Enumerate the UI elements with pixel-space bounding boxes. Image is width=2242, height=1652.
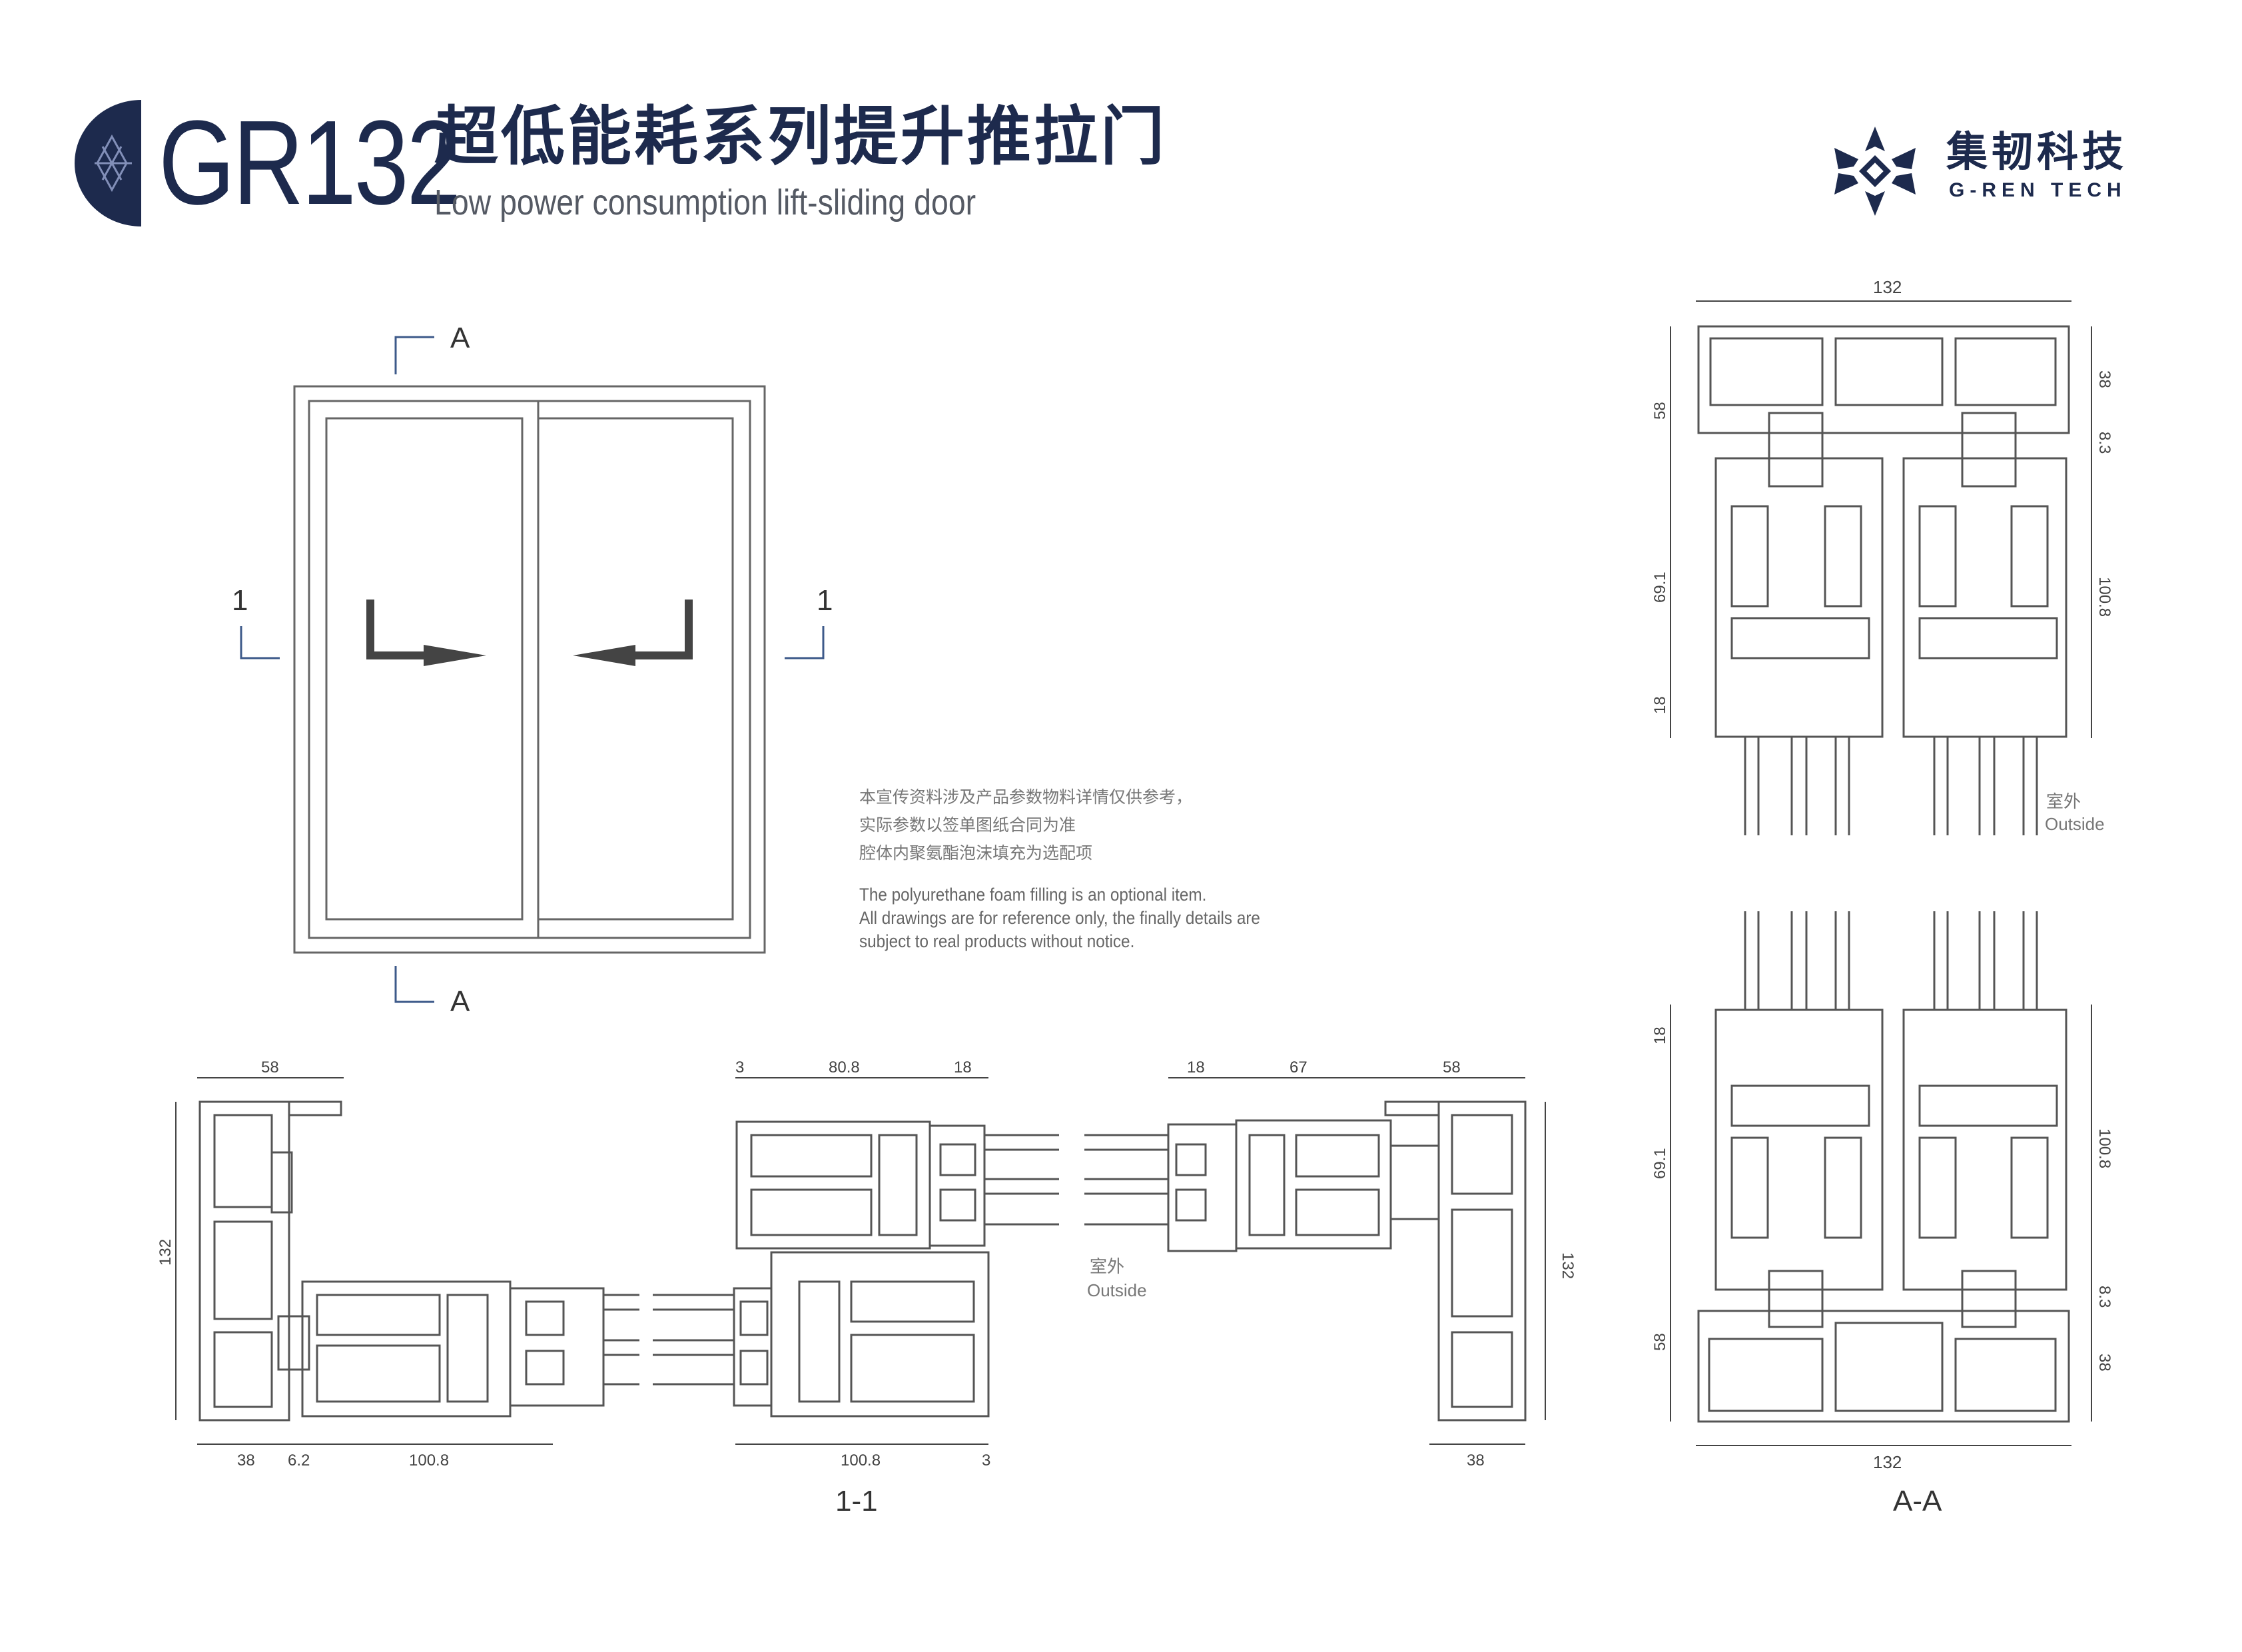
dim-label: 132	[157, 1239, 175, 1266]
arrow-head	[573, 645, 635, 666]
dim-label: 80.8	[829, 1058, 860, 1076]
note-line: subject to real products without notice.	[859, 931, 1135, 951]
dim-label: 8.3	[2095, 1286, 2113, 1308]
dim-label: 3	[735, 1058, 744, 1076]
section-1-1-drawing	[198, 1100, 1527, 1422]
section-caption-a-a: A-A	[1893, 1485, 1942, 1517]
dim-label: 8.3	[2095, 432, 2113, 454]
section-markers	[240, 336, 825, 1003]
section-label-a-bottom: A	[450, 985, 470, 1018]
dim-label: 38	[1467, 1451, 1485, 1469]
brand-name: 集韧科技	[1946, 127, 2128, 176]
outside-label-en: Outside	[1087, 1280, 1147, 1300]
arrow-head	[424, 645, 486, 666]
dim-label: 18	[1187, 1058, 1205, 1076]
dim-label: 100.8	[841, 1451, 881, 1469]
dim-label: 58	[1443, 1058, 1461, 1076]
section-label-1-right: 1	[817, 584, 833, 617]
model-number: GR132	[159, 96, 462, 230]
dimension-lines-1-1	[175, 1077, 1546, 1445]
outside-label-cn: 室外	[2046, 791, 2081, 811]
brand-logo-icon	[1825, 121, 1925, 221]
slide-arrow-left-icon	[626, 600, 693, 659]
brand-badge	[75, 100, 141, 226]
dim-label: 58	[1651, 1333, 1669, 1351]
page-title: 超低能耗系列提升推拉门	[434, 99, 1167, 174]
dim-label: 132	[1873, 277, 1902, 297]
note-line: All drawings are for reference only, the…	[859, 908, 1260, 928]
dim-label: 100.8	[409, 1451, 449, 1469]
note-line: 腔体内聚氨酯泡沫填充为选配项	[859, 843, 1093, 863]
section-label-a-top: A	[450, 322, 470, 354]
section-label-1-left: 1	[232, 584, 248, 617]
notes-en: The polyurethane foam filling is an opti…	[859, 883, 1260, 953]
dim-label: 38	[2095, 1354, 2113, 1372]
dim-label: 38	[237, 1451, 255, 1469]
dim-label: 67	[1290, 1058, 1308, 1076]
dim-label: 132	[1559, 1252, 1577, 1279]
brand-name-en: G-REN TECH	[1949, 179, 2127, 201]
dim-label: 18	[1651, 696, 1669, 714]
notes-cn: 本宣传资料涉及产品参数物料详情仅供参考， 实际参数以签单图纸合同为准 腔体内聚氨…	[859, 783, 1192, 867]
dim-label: 69.1	[1651, 572, 1669, 603]
dim-label: 38	[2095, 370, 2113, 388]
outside-label-en: Outside	[2045, 814, 2105, 834]
outside-label-cn: 室外	[1090, 1256, 1124, 1276]
section-a-a-drawing	[1697, 325, 2070, 1423]
note-line: The polyurethane foam filling is an opti…	[859, 885, 1207, 905]
dim-label: 3	[982, 1451, 990, 1469]
dim-label: 18	[954, 1058, 972, 1076]
note-line: 本宣传资料涉及产品参数物料详情仅供参考，	[859, 787, 1193, 807]
dim-label: 6.2	[288, 1451, 310, 1469]
dimension-lines-a-a	[1670, 300, 2092, 1446]
dim-label: 100.8	[2095, 1128, 2113, 1168]
dim-label: 69.1	[1651, 1148, 1669, 1179]
dim-label: 58	[261, 1058, 279, 1076]
dim-label: 18	[1651, 1027, 1669, 1044]
note-line: 实际参数以签单图纸合同为准	[859, 815, 1076, 835]
dim-label: 132	[1873, 1452, 1902, 1472]
section-caption-1-1: 1-1	[835, 1485, 878, 1517]
page-subtitle: Low power consumption lift-sliding door	[434, 183, 976, 222]
door-elevation	[293, 385, 766, 954]
slide-arrow-right-icon	[366, 600, 433, 659]
dim-label: 58	[1651, 402, 1669, 420]
dim-label: 100.8	[2095, 577, 2113, 617]
